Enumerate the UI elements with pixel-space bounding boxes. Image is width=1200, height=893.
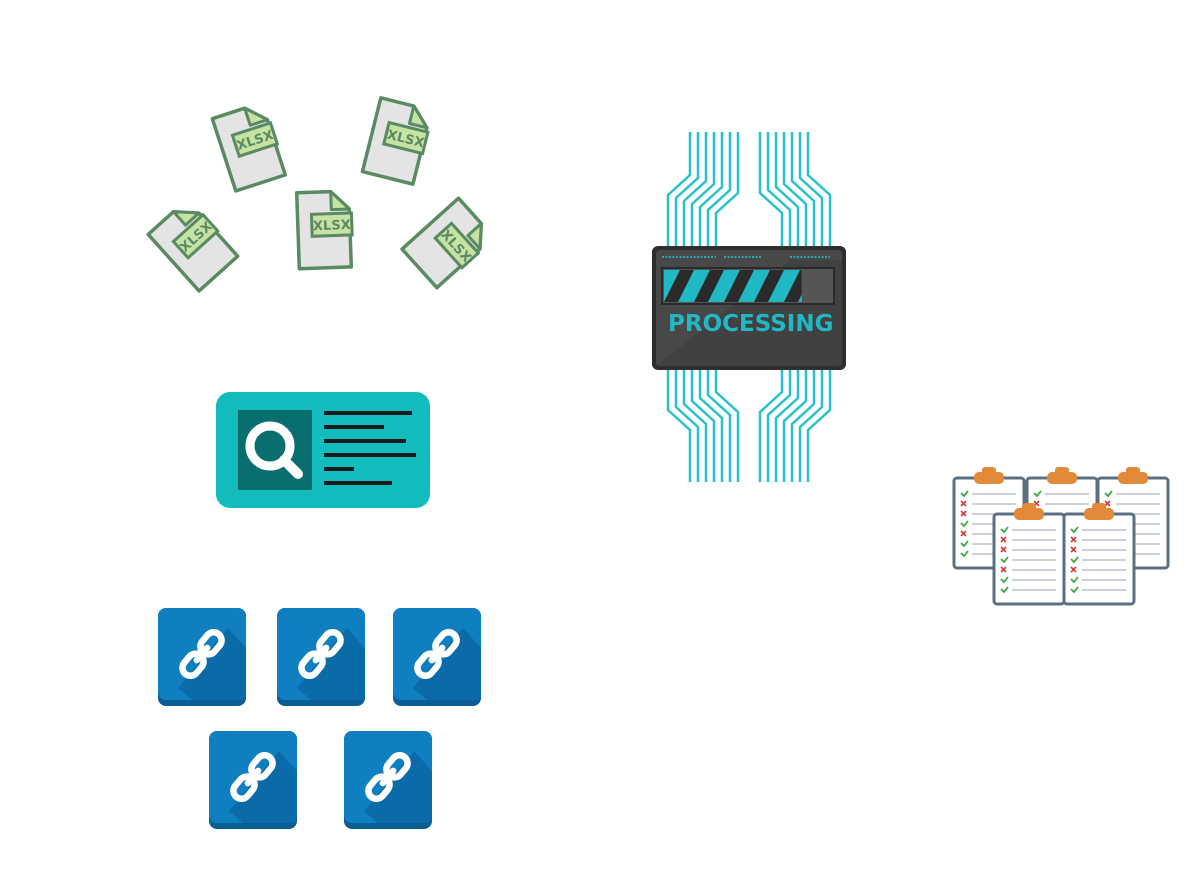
circuit-traces-bottom [666, 365, 832, 482]
xlsx-file-icon: XLSX [294, 189, 356, 271]
progress-bar-fill [664, 270, 802, 302]
xlsx-file-icon: XLSX [146, 196, 241, 293]
xlsx-label: XLSX [313, 218, 351, 234]
search-icon [245, 421, 303, 479]
search-card-lines [324, 411, 416, 485]
clipboard-checklist-icon [1062, 501, 1136, 606]
xlsx-file-icon: XLSX [210, 100, 289, 193]
clipboard-checklist-icon [992, 501, 1066, 606]
xlsx-file-icon: XLSX [400, 196, 497, 291]
processing-label: PROCESSING [668, 311, 834, 337]
search-card [216, 392, 430, 508]
processor-chip: PROCESSING [652, 132, 846, 482]
circuit-traces-top [666, 132, 832, 255]
xlsx-file-icon: XLSX [360, 96, 435, 187]
